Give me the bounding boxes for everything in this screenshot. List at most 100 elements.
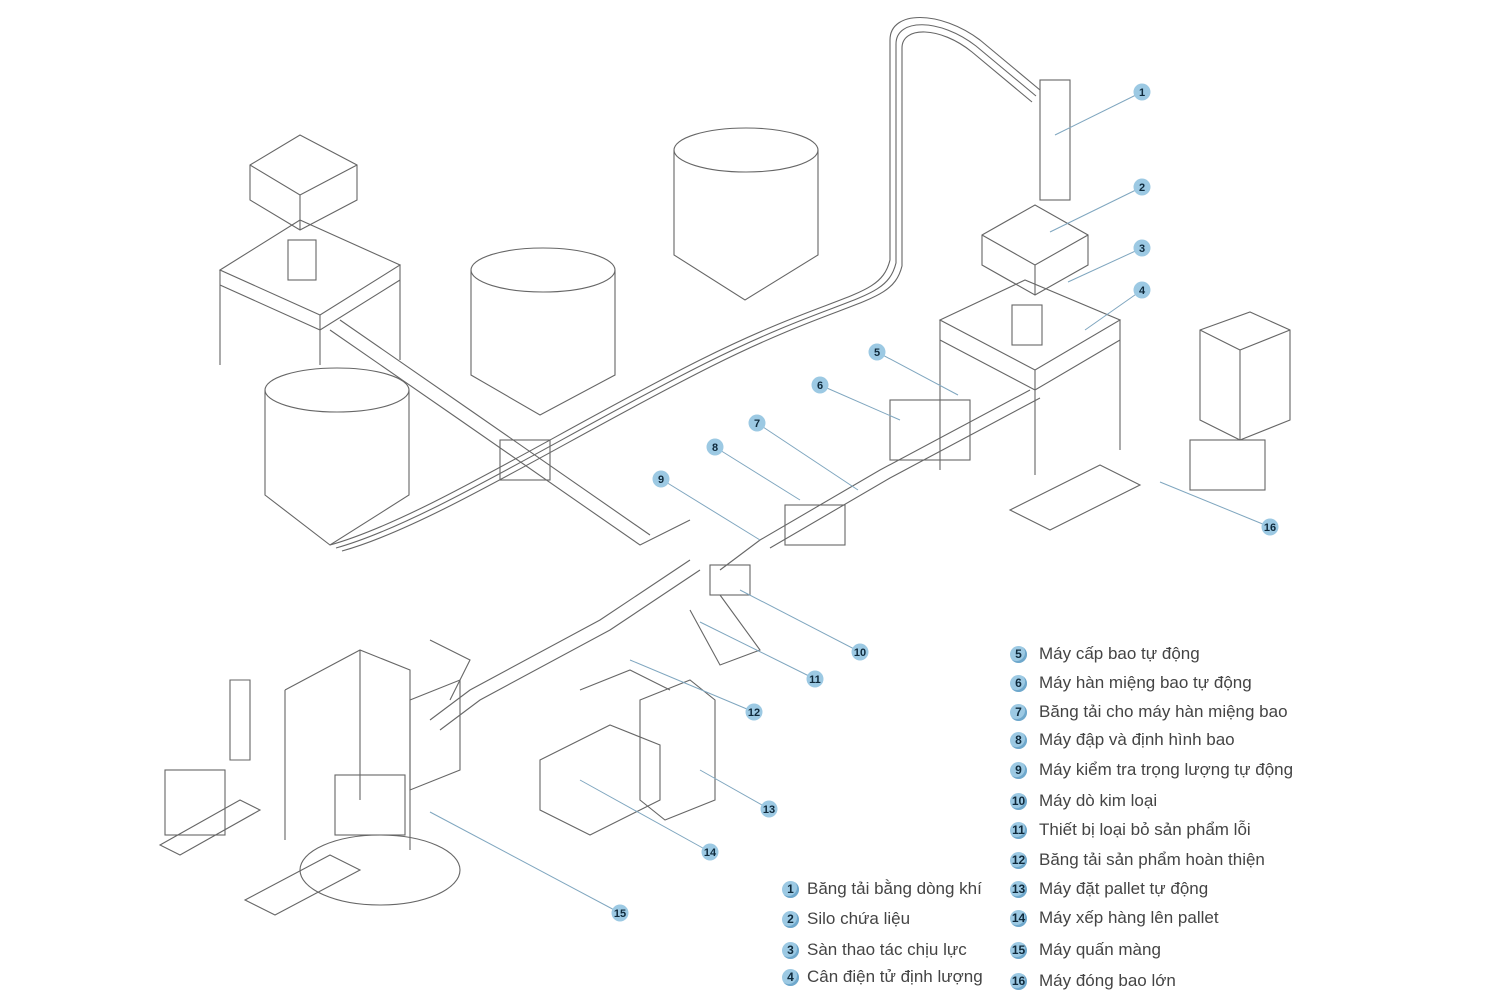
legend-item: 11 Thiết bị loại bỏ sản phẩm lỗi bbox=[1010, 820, 1251, 840]
callout-badge bbox=[1261, 518, 1279, 536]
callout-number: 11 bbox=[809, 674, 821, 686]
machinery-drawing bbox=[158, 16, 1291, 916]
number-badge: 5 bbox=[1010, 645, 1027, 663]
callout-badge bbox=[806, 670, 824, 688]
number-badge: 1 bbox=[782, 880, 799, 898]
pneumatic-pipe bbox=[329, 16, 1041, 546]
legend-label: Băng tải cho máy hàn miệng bao bbox=[1039, 702, 1288, 721]
legend-item: 6 Máy hàn miệng bao tự động bbox=[1010, 673, 1252, 693]
legend-label: Máy đặt pallet tự động bbox=[1039, 879, 1209, 898]
callout-number: 13 bbox=[763, 804, 775, 816]
callout-number: 12 bbox=[748, 707, 760, 719]
legend-item: 1 Băng tải bằng dòng khí bbox=[782, 879, 982, 899]
legend-label: Sàn thao tác chịu lực bbox=[807, 940, 967, 959]
legend-item: 13 Máy đặt pallet tự động bbox=[1010, 879, 1208, 899]
silo-1 bbox=[264, 367, 410, 546]
number-badge: 10 bbox=[1010, 792, 1027, 810]
legend-item: 2 Silo chứa liệu bbox=[782, 909, 910, 929]
bag-feeder bbox=[889, 399, 971, 461]
number-badge: 2 bbox=[782, 910, 799, 928]
callout-badge bbox=[652, 470, 670, 488]
callout-number: 5 bbox=[874, 347, 880, 359]
left-platform bbox=[218, 134, 402, 365]
callout-lines bbox=[429, 91, 1271, 914]
pallet-dispenser-area bbox=[539, 669, 716, 836]
legend-item: 16 Máy đóng bao lớn bbox=[1010, 971, 1176, 991]
legend-item: 9 Máy kiểm tra trọng lượng tự động bbox=[1010, 760, 1293, 780]
legend-label: Băng tải sản phẩm hoàn thiện bbox=[1039, 850, 1265, 869]
legend-label: Cân điện tử định lượng bbox=[807, 967, 983, 986]
number-badge: 4 bbox=[782, 968, 799, 986]
legend-item: 12 Băng tải sản phẩm hoàn thiện bbox=[1010, 850, 1265, 870]
callout-badge bbox=[748, 414, 766, 432]
callout-badge bbox=[701, 843, 719, 861]
legend-item: 14 Máy xếp hàng lên pallet bbox=[1010, 908, 1219, 928]
number-badge: 15 bbox=[1010, 941, 1027, 959]
number-badge: 8 bbox=[1010, 731, 1027, 749]
legend-item: 8 Máy đập và định hình bao bbox=[1010, 730, 1235, 750]
legend-label: Máy kiểm tra trọng lượng tự động bbox=[1039, 760, 1294, 779]
callout-badge bbox=[868, 343, 886, 361]
palletizer-area bbox=[158, 639, 471, 916]
legend-item: 4 Cân điện tử định lượng bbox=[782, 967, 983, 987]
legend-item: 7 Băng tải cho máy hàn miệng bao bbox=[1010, 702, 1288, 722]
callout-badge bbox=[745, 703, 763, 721]
legend-item: 5 Máy cấp bao tự động bbox=[1010, 644, 1200, 664]
callout-badge bbox=[760, 800, 778, 818]
callout-number: 4 bbox=[1139, 285, 1146, 297]
conveyor-main bbox=[429, 559, 701, 731]
callout-badge bbox=[1133, 281, 1151, 299]
number-badge: 12 bbox=[1010, 851, 1027, 869]
callout-number: 8 bbox=[712, 442, 718, 454]
sealer-left bbox=[499, 439, 551, 481]
callout-number: 16 bbox=[1264, 522, 1276, 534]
number-badge: 3 bbox=[782, 941, 799, 959]
legend-label: Băng tải bằng dòng khí bbox=[807, 879, 982, 898]
callout-number: 6 bbox=[817, 380, 823, 392]
reject-chute bbox=[689, 594, 761, 666]
legend-label: Máy quấn màng bbox=[1039, 940, 1161, 959]
legend-item: 15 Máy quấn màng bbox=[1010, 940, 1161, 960]
callout-number: 3 bbox=[1139, 243, 1145, 255]
number-badge: 11 bbox=[1010, 821, 1027, 839]
legend-label: Máy cấp bao tự động bbox=[1039, 644, 1200, 663]
silo-3 bbox=[673, 127, 819, 301]
legend-label: Silo chứa liệu bbox=[807, 909, 911, 928]
callout-number: 10 bbox=[854, 647, 866, 659]
number-badge: 6 bbox=[1010, 674, 1027, 692]
callout-number: 9 bbox=[658, 474, 664, 486]
number-badge: 14 bbox=[1010, 909, 1027, 927]
legend-label: Máy đập và định hình bao bbox=[1039, 730, 1235, 749]
callout-badge bbox=[1133, 83, 1151, 101]
legend-label: Máy dò kim loại bbox=[1039, 791, 1158, 810]
callout-number: 1 bbox=[1139, 87, 1145, 99]
number-badge: 13 bbox=[1010, 880, 1027, 898]
metal-detector bbox=[709, 564, 751, 596]
callout-number: 15 bbox=[614, 908, 626, 920]
callout-badge bbox=[811, 376, 829, 394]
conveyor-left bbox=[329, 319, 691, 546]
legend-label: Máy đóng bao lớn bbox=[1039, 971, 1176, 990]
callout-badge bbox=[851, 643, 869, 661]
callout-number: 7 bbox=[754, 418, 760, 430]
sealer bbox=[784, 504, 846, 546]
right-platform bbox=[938, 79, 1122, 475]
number-badge: 9 bbox=[1010, 761, 1027, 779]
legend-item: 10 Máy dò kim loại bbox=[1010, 791, 1157, 811]
legend-item: 3 Sàn thao tác chịu lực bbox=[782, 940, 967, 960]
callout-number: 14 bbox=[704, 847, 717, 859]
callout-number: 2 bbox=[1139, 182, 1145, 194]
number-badge: 7 bbox=[1010, 703, 1027, 721]
legend-label: Thiết bị loại bỏ sản phẩm lỗi bbox=[1039, 820, 1251, 839]
callout-badge bbox=[1133, 178, 1151, 196]
legend-label: Máy xếp hàng lên pallet bbox=[1039, 908, 1219, 927]
legend-label: Máy hàn miệng bao tự động bbox=[1039, 673, 1252, 692]
callout-badge bbox=[706, 438, 724, 456]
callout-badge bbox=[611, 904, 629, 922]
big-bag-station bbox=[1008, 311, 1291, 531]
number-badge: 16 bbox=[1010, 972, 1027, 990]
callout-badge bbox=[1133, 239, 1151, 257]
silo-2 bbox=[470, 247, 616, 416]
